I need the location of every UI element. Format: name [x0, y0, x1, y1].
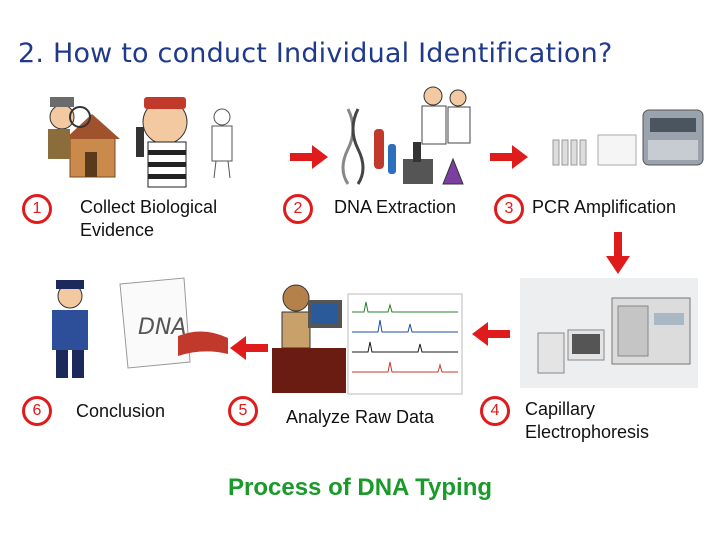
step-label: DNA Extraction — [334, 197, 457, 217]
arrow-right-icon — [490, 145, 528, 169]
electrophoresis-illustration — [520, 278, 698, 388]
arrow-left-icon — [472, 322, 510, 346]
step-number-badge: 5 — [228, 396, 258, 426]
arrow-down-icon — [606, 232, 630, 274]
step-number-badge: 6 — [22, 396, 52, 426]
step-label: Analyze Raw Data — [286, 407, 435, 427]
step-number-badge: 3 — [494, 194, 524, 224]
arrow-right-icon — [290, 145, 328, 169]
evidence-collection-illustration — [48, 97, 233, 188]
conclusion-illustration: DNA — [52, 277, 228, 378]
step-label: PCR Amplification — [532, 197, 677, 217]
arrow-left-icon — [230, 336, 268, 360]
data-analysis-illustration — [272, 284, 463, 395]
diagram-caption: Process of DNA Typing — [228, 474, 493, 501]
step-number-badge: 4 — [480, 396, 510, 426]
step-label: Collect Biological Evidence — [80, 197, 218, 240]
pcr-illustration — [552, 109, 704, 166]
page-title: 2. How to conduct Individual Identificat… — [18, 38, 613, 69]
step-label: Capillary Electrophoresis — [525, 399, 650, 442]
step-number-badge: 1 — [22, 194, 52, 224]
dna-extraction-illustration — [341, 86, 471, 185]
svg-text:DNA: DNA — [138, 315, 186, 340]
step-number-badge: 2 — [283, 194, 313, 224]
step-label: Conclusion — [76, 401, 166, 421]
